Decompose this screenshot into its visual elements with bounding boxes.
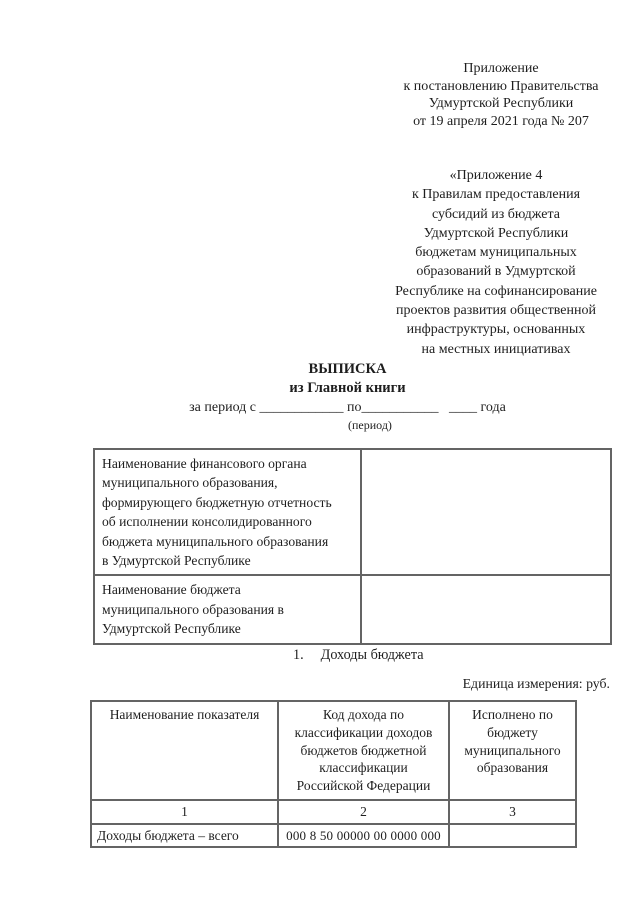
info-table: Наименование финансового органа муниципа… [93,447,612,645]
income-table: Наименование показателя Код дохода по кл… [90,700,577,848]
table-row: Наименование финансового органа муниципа… [93,447,612,577]
column-number-3: 3 [448,798,577,825]
info-value-finance-authority [360,447,612,577]
period-blank-line: за период с ____________ по___________ _… [189,400,506,415]
table-header-row: Наименование показателя Код дохода по кл… [90,700,577,801]
appendix4-reference-block: «Приложение 4 к Правилам предоставления … [395,168,597,357]
cell-income-total-value [448,822,577,848]
col-header-indicator-name: Наименование показателя [90,700,279,801]
column-number-row: 1 2 3 [90,798,577,825]
column-number-1: 1 [90,798,279,825]
info-value-budget-name [360,574,612,645]
document-title: ВЫПИСКА [308,361,387,377]
info-label-budget-name: Наименование бюджета муниципального обра… [93,574,362,645]
cell-income-total-code: 000 8 50 00000 00 0000 000 [277,822,450,848]
unit-of-measure-note: Единица измерения: руб. [462,676,610,691]
table-row: Наименование бюджета муниципального обра… [93,574,612,645]
section-1-title: Доходы бюджета [320,647,424,663]
col-header-executed: Исполнено по бюджету муниципального обра… [448,700,577,801]
period-caption: (период) [348,418,392,432]
column-number-2: 2 [277,798,450,825]
section-1-heading: 1. Доходы бюджета [293,647,424,664]
col-header-income-code: Код дохода по классификации доходов бюдж… [277,700,450,801]
info-label-finance-authority: Наименование финансового органа муниципа… [93,447,362,577]
section-1-number: 1. [293,647,304,663]
table-row: Доходы бюджета – всего 000 8 50 00000 00… [90,822,577,848]
appendix-reference-block: Приложение к постановлению Правительства… [403,61,599,129]
document-subtitle: из Главной книги [289,380,406,396]
cell-income-total-label: Доходы бюджета – всего [90,822,279,848]
